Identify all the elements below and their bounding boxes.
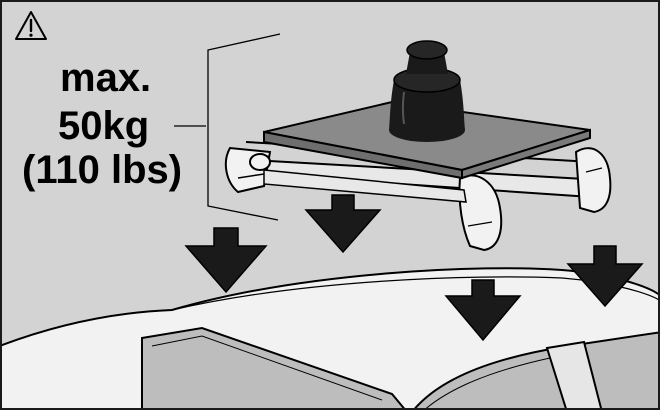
down-arrow-icon bbox=[444, 279, 522, 342]
load-limit-kg: 50kg bbox=[58, 104, 150, 148]
roof-rack bbox=[224, 141, 612, 252]
down-arrow-icon bbox=[566, 245, 644, 308]
down-arrow-icon bbox=[304, 194, 382, 254]
down-arrow-icon bbox=[184, 227, 268, 294]
max-label: max. bbox=[60, 56, 152, 100]
car-windows bbox=[141, 326, 658, 408]
load-limit-lbs: (110 lbs) bbox=[22, 148, 183, 192]
weight-icon bbox=[389, 40, 465, 142]
label-bracket bbox=[174, 33, 281, 221]
warning-triangle-icon bbox=[15, 11, 47, 40]
